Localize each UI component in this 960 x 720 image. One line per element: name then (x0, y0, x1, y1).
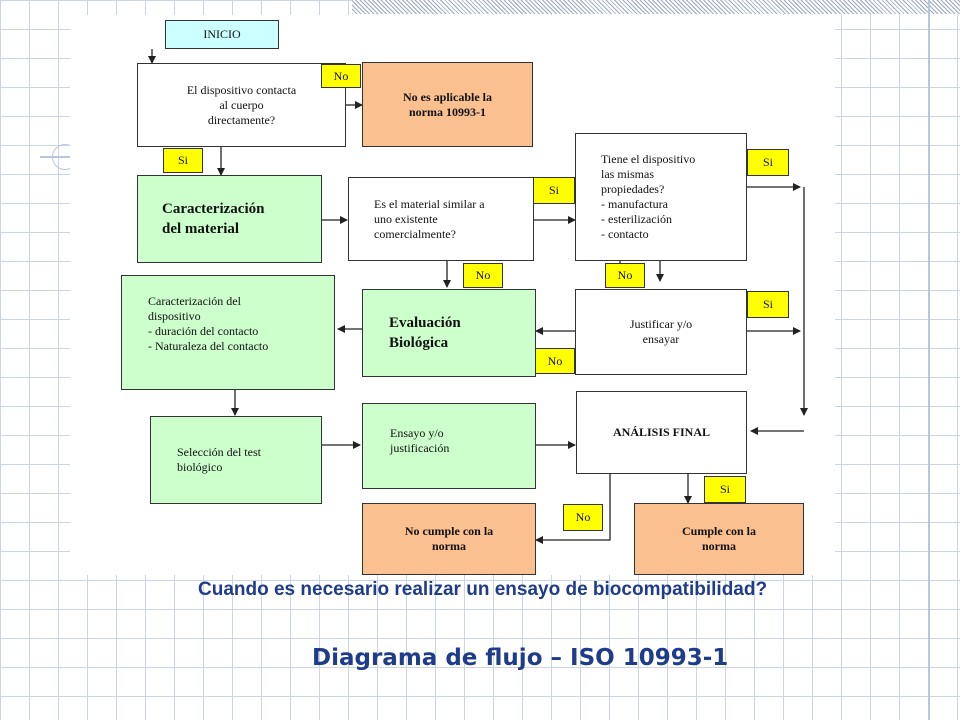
complies-box: Cumple con la norma (634, 503, 804, 575)
decorative-dash (40, 156, 70, 158)
label-no-similar-material: No (463, 263, 503, 288)
flowchart-arrows (148, 49, 808, 544)
device-characterization-box: Caracterización del dispositivo - duraci… (121, 275, 335, 390)
top-hatch-band (352, 0, 960, 14)
arrow-final-to-notcomply (535, 474, 611, 544)
label-si-direct-contact: Si (163, 148, 203, 173)
question-similar-material-box: Es el material similar a uno existente c… (348, 177, 534, 261)
label-no-same-properties: No (605, 263, 645, 288)
label-no-not-applicable: No (321, 64, 361, 88)
biocompatibility-question: Cuando es necesario realizar un ensayo d… (198, 579, 768, 600)
label-si-justify: Si (747, 291, 789, 318)
label-no-justify: No (535, 348, 575, 374)
biological-test-selection-box: Selección del test biológico (150, 416, 322, 504)
biological-evaluation-box: Evaluación Biológica (362, 289, 536, 377)
label-si-final-analysis: Si (704, 476, 746, 503)
label-no-final-analysis: No (563, 504, 603, 531)
does-not-comply-box: No cumple con la norma (362, 503, 536, 575)
flowchart-diagram: INICIO El dispositivo contacta al cuerpo… (70, 15, 835, 575)
page-title: Diagrama de flujo – ISO 10993-1 (312, 645, 729, 671)
start-box: INICIO (165, 20, 279, 49)
label-si-same-properties: Si (747, 149, 789, 176)
not-applicable-box: No es aplicable la norma 10993-1 (362, 62, 533, 147)
label-si-similar-material: Si (533, 177, 575, 204)
question-same-properties-box: Tiene el dispositivo las mismas propieda… (575, 133, 747, 261)
material-characterization-box: Caracterización del material (137, 175, 322, 263)
question-direct-contact-box: El dispositivo contacta al cuerpo direct… (137, 63, 346, 147)
final-analysis-box: ANÁLISIS FINAL (576, 391, 747, 474)
trial-or-justification-box: Ensayo y/o justificación (362, 403, 536, 489)
justify-or-test-box: Justificar y/o ensayar (575, 289, 747, 375)
right-border-line (928, 0, 930, 720)
